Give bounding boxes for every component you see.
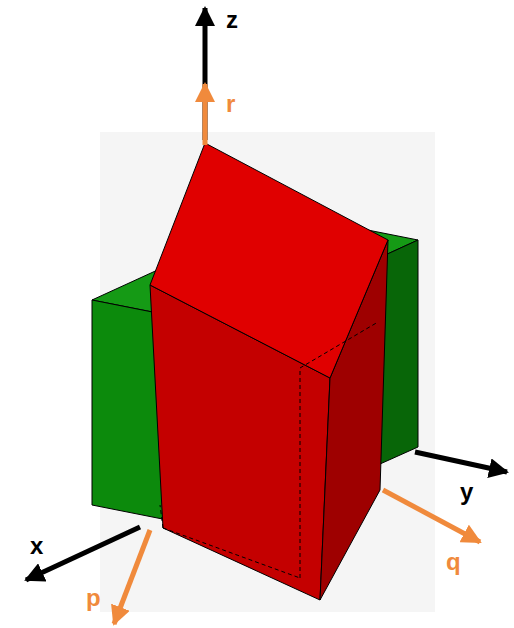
axis-label: z xyxy=(226,8,238,32)
r-axis xyxy=(203,84,208,145)
p-axis xyxy=(114,530,150,624)
axis-label: p xyxy=(86,586,101,610)
y-axis xyxy=(415,452,507,472)
axis-label: q xyxy=(446,550,461,574)
hidden-edges xyxy=(160,322,378,578)
red-top-face xyxy=(150,143,388,378)
axis-label: y xyxy=(460,480,473,504)
axis-label: x xyxy=(30,534,43,558)
x-axis xyxy=(26,527,140,580)
axis-label: r xyxy=(226,92,235,116)
